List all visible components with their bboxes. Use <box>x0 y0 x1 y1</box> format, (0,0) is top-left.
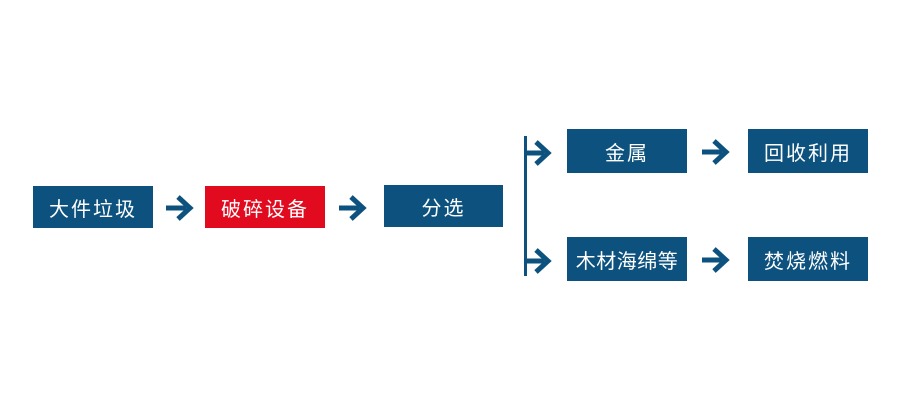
node-crushing-equipment: 破碎设备 <box>205 186 325 228</box>
node-wood-sponge: 木材海绵等 <box>567 237 687 281</box>
right-arrow-icon <box>701 138 733 166</box>
right-arrow-icon <box>701 246 733 274</box>
node-metal: 金属 <box>567 129 687 173</box>
right-arrow-icon <box>165 194 197 222</box>
right-arrow-icon <box>338 194 370 222</box>
branch-arrow-top-icon <box>526 139 556 167</box>
node-bulky-waste: 大件垃圾 <box>33 186 153 228</box>
node-sorting: 分选 <box>384 185 503 227</box>
branch-connector-line <box>524 136 527 276</box>
node-recycling: 回收利用 <box>748 129 868 173</box>
node-incineration-fuel: 焚烧燃料 <box>748 237 868 281</box>
branch-arrow-bottom-icon <box>526 247 556 275</box>
